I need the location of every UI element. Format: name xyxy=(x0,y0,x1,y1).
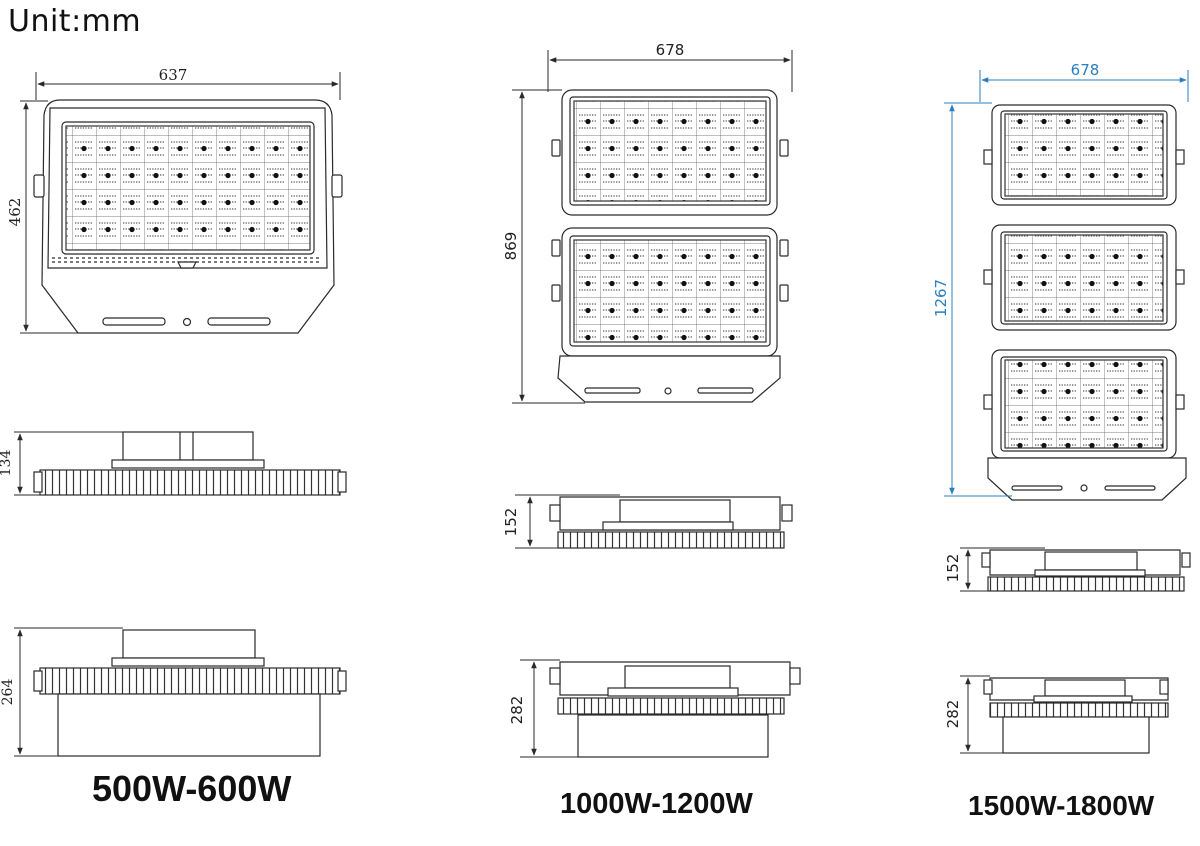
dim-1000w-height-text: 869 xyxy=(502,232,520,261)
dim-1000w-height xyxy=(512,89,585,404)
dim-500w-depth-text: 134 xyxy=(0,450,14,477)
model-500w-side-view xyxy=(33,431,347,496)
dim-1000w-width-text: 678 xyxy=(656,41,685,59)
dim-1500w-width xyxy=(979,70,1189,102)
model-label-1000w: 1000W-1200W xyxy=(560,788,753,820)
model-1000w-bracket-view xyxy=(549,661,801,758)
dim-1500w-bracket-depth xyxy=(960,675,1003,754)
dim-500w-bracket-depth-text: 264 xyxy=(0,679,16,706)
dim-1500w-depth-text: 152 xyxy=(944,554,962,583)
model-500w-front-view xyxy=(33,99,343,334)
unit-label: Unit:mm xyxy=(8,4,142,39)
model-label-1500w: 1500W-1800W xyxy=(968,790,1155,821)
model-1500w-front-view xyxy=(983,104,1187,501)
dim-1000w-depth-text: 152 xyxy=(502,508,520,537)
model-1000w-front-view xyxy=(551,89,789,403)
dim-1500w-bracket-depth-text: 282 xyxy=(944,700,962,729)
model-1000w-side-view xyxy=(549,496,793,549)
dim-500w-width xyxy=(35,72,341,100)
dim-500w-width-text: 637 xyxy=(159,66,188,84)
dim-1500w-height-text: 1267 xyxy=(932,279,950,317)
dim-500w-depth xyxy=(14,431,123,496)
dim-1500w-height xyxy=(944,102,1012,497)
model-1500w-side-view xyxy=(981,549,1191,592)
dim-500w-height xyxy=(20,100,78,334)
dim-1500w-width-text: 678 xyxy=(1071,61,1100,79)
dim-1000w-depth xyxy=(515,494,620,549)
dim-500w-bracket-depth xyxy=(14,627,123,757)
dim-1000w-bracket-depth xyxy=(520,659,578,758)
model-label-500w: 500W-600W xyxy=(92,768,292,809)
dim-500w-height-text: 462 xyxy=(6,198,24,227)
model-1500w-bracket-view xyxy=(983,677,1169,754)
model-500w-bracket-view xyxy=(33,629,347,757)
dim-1000w-bracket-depth-text: 282 xyxy=(508,696,526,725)
dim-1000w-width xyxy=(547,50,793,92)
dim-1500w-depth xyxy=(960,547,1045,592)
